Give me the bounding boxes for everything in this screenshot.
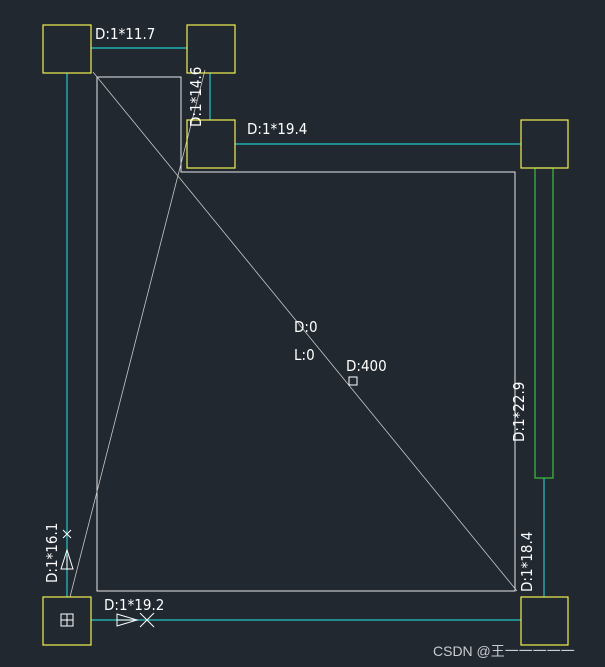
y-axis-arrow-icon	[60, 529, 74, 570]
column-right-top[interactable]	[520, 119, 569, 169]
column-bottom-right[interactable]	[520, 596, 569, 646]
watermark: CSDN @王一一一一一	[433, 643, 575, 659]
label-bottom-pipe: D:1*19.2	[104, 596, 164, 614]
label-top-pipe: D:1*11.7	[95, 25, 155, 43]
label-center-d: D:0	[294, 318, 318, 336]
label-right-lower-pipe: D:1*18.4	[518, 532, 536, 592]
label-mid-pipe: D:1*19.4	[247, 120, 307, 138]
x-axis-arrow-icon	[116, 612, 155, 628]
label-vertical-short: D:1*14.6	[187, 67, 205, 127]
label-point-d: D:400	[346, 357, 387, 375]
diagonal-line-2	[69, 69, 206, 598]
label-right-pipe: D:1*22.9	[510, 382, 528, 442]
diagonal-line	[92, 71, 518, 592]
label-center-l: L:0	[294, 346, 315, 364]
label-left-pipe: D:1*16.1	[43, 523, 61, 583]
grip-point-icon[interactable]	[348, 376, 358, 386]
pipe-right-green	[534, 167, 554, 479]
base-point-icon[interactable]	[60, 613, 74, 627]
column-bottom-left[interactable]	[42, 596, 92, 646]
boundary-outline	[96, 76, 516, 592]
column-middle[interactable]	[186, 119, 236, 169]
column-top-left[interactable]	[42, 24, 92, 74]
column-top-middle[interactable]	[186, 24, 236, 74]
